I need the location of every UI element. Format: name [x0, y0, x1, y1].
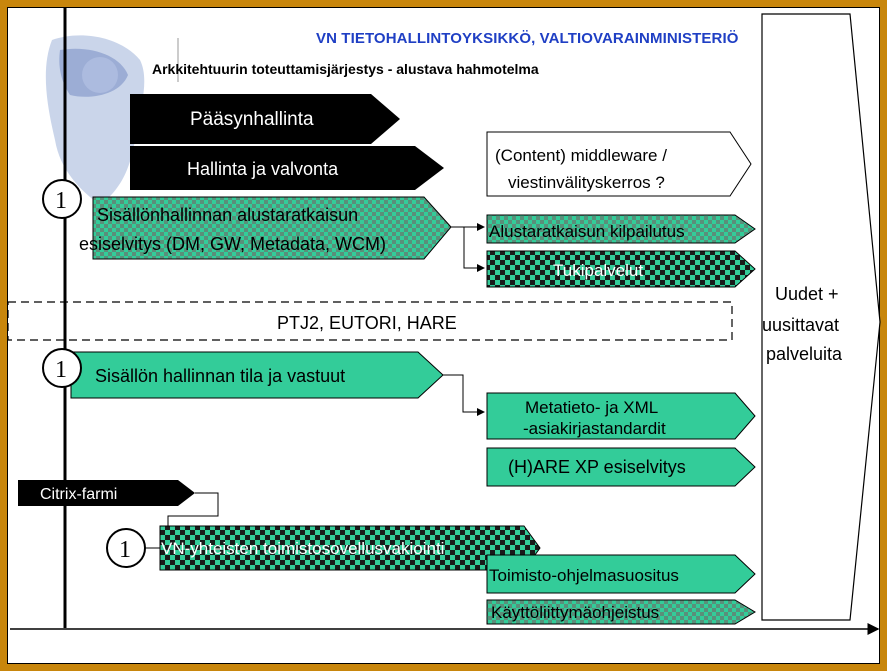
- marker-3-label: 1: [119, 537, 131, 563]
- metatieto-label-2: -asiakirjastandardit: [523, 419, 666, 438]
- tukipalvelut-label: Tukipalvelut: [553, 261, 643, 280]
- uudet-label-2: uusittavat: [762, 315, 839, 335]
- crest-logo: [45, 35, 145, 206]
- tila-label: Sisällön hallinnan tila ja vastuut: [95, 366, 345, 386]
- connector-metatieto: [443, 374, 485, 416]
- hallinta-arrow: [130, 146, 444, 190]
- tukipalvelut-arrow: [486, 250, 756, 288]
- middleware-arrow: [486, 131, 752, 197]
- middleware-label-1: (Content) middleware /: [495, 146, 667, 165]
- marker-2-circle: [42, 348, 82, 388]
- toimisto-label: Toimisto-ohjelmasuositus: [489, 566, 679, 585]
- kilpailutus-arrow: [486, 214, 756, 244]
- marker-1-label: 1: [55, 188, 67, 214]
- kaytto-label: Käyttöliittymäohjeistus: [491, 603, 659, 622]
- page-subtitle: Arkkitehtuurin toteuttamisjärjestys - al…: [152, 61, 539, 77]
- marker-2-label: 1: [55, 357, 67, 383]
- vn-label: VN-yhteisten toimistosovellusvakiointi: [161, 539, 444, 558]
- sisallonhallinnan-arrow: [92, 196, 452, 260]
- slide-inner-border: [7, 7, 880, 664]
- paasynhallinta-arrow: [130, 94, 400, 144]
- metatieto-label-1: Metatieto- ja XML: [525, 398, 658, 417]
- citrix-label: Citrix-farmi: [40, 486, 117, 503]
- uudet-label-3: palveluita: [766, 344, 843, 364]
- uudet-arrow: [761, 13, 881, 621]
- connector-tuki: [451, 226, 485, 272]
- paasynhallinta-label: Pääsynhallinta: [190, 109, 314, 130]
- hare-label: (H)ARE XP esiselvitys: [508, 457, 686, 477]
- citrix-arrow: [18, 480, 195, 506]
- hallinta-label: Hallinta ja valvonta: [187, 159, 339, 179]
- middleware-label-2: viestinvälityskerros ?: [508, 173, 665, 192]
- sisallonhallinnan-label-1: Sisällönhallinnan alustaratkaisun: [97, 205, 358, 225]
- ptj-label: PTJ2, EUTORI, HARE: [277, 313, 457, 333]
- header-title: VN TIETOHALLINTOYKSIKKÖ, VALTIOVARAINMIN…: [316, 30, 739, 47]
- metatieto-arrow: [486, 392, 756, 440]
- uudet-label-1: Uudet +: [775, 284, 839, 304]
- kaytto-arrow: [486, 599, 756, 625]
- kilpailutus-label: Alustaratkaisun kilpailutus: [489, 222, 685, 241]
- toimisto-arrow: [486, 554, 756, 594]
- sisallonhallinnan-label-2: esiselvitys (DM, GW, Metadata, WCM): [79, 234, 386, 254]
- tila-arrow: [70, 351, 444, 399]
- marker-1-circle: [42, 179, 82, 219]
- hare-arrow: [486, 447, 756, 487]
- ptj-band: [7, 301, 733, 341]
